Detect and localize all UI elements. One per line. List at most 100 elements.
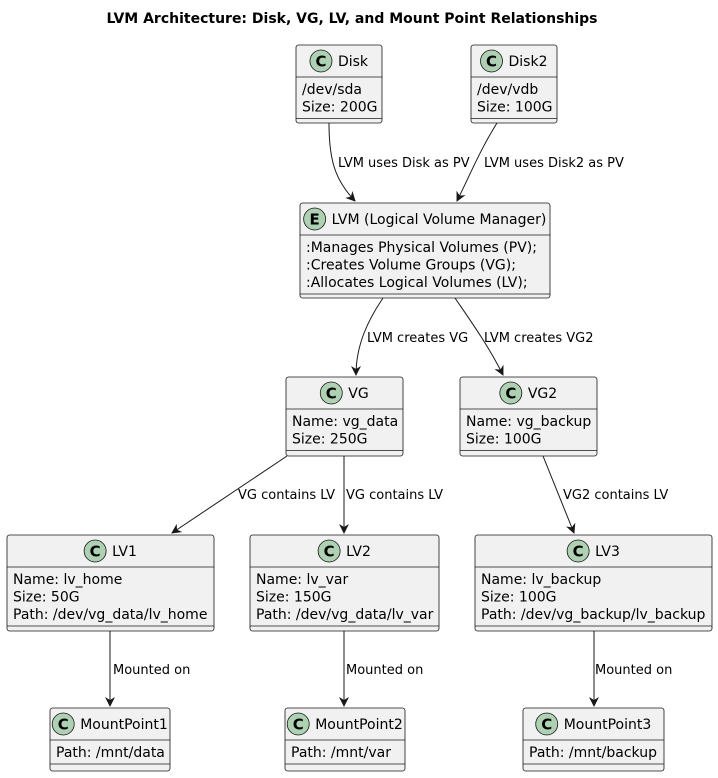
node-mount3: MountPoint3 C Path: /mnt/backup — [522, 707, 665, 772]
edge-arrow — [456, 122, 498, 202]
node-name: VG — [348, 386, 368, 402]
edge-label: VG2 contains LV — [563, 488, 668, 503]
edge-label: Mounted on — [346, 663, 423, 678]
class-badge-icon: C — [499, 381, 523, 405]
node-attribute: Size: 100G — [477, 100, 552, 116]
node-name: LV1 — [112, 544, 137, 560]
node-name: Disk2 — [509, 54, 548, 70]
node-attribute: Size: 100G — [481, 590, 556, 606]
edge-arrow — [171, 455, 288, 534]
edge-label: LVM uses Disk2 as PV — [484, 156, 624, 171]
edge-disk-to-lvm: LVM uses Disk as PV — [328, 122, 470, 202]
node-mount1: MountPoint1 C Path: /mnt/data — [49, 707, 171, 772]
edge-label: LVM creates VG2 — [484, 331, 593, 346]
edge-label: VG contains LV — [238, 488, 335, 503]
node-attribute: Path: /mnt/var — [291, 745, 391, 761]
svg-text:E: E — [310, 211, 320, 229]
node-attribute: Name: vg_data — [292, 414, 398, 430]
node-name: MountPoint3 — [564, 717, 652, 733]
entity-badge-icon: E — [303, 207, 327, 231]
node-attribute: Size: 150G — [256, 590, 331, 606]
node-attribute: Size: 200G — [302, 100, 377, 116]
edge-vg-to-lv1: VG contains LV — [171, 455, 335, 534]
node-attribute: Name: lv_var — [256, 572, 349, 588]
class-badge-icon: C — [317, 539, 341, 563]
node-name: LV2 — [346, 544, 371, 560]
node-attribute: :Creates Volume Groups (VG); — [306, 258, 516, 274]
node-box — [299, 202, 551, 299]
svg-text:C: C — [324, 543, 335, 561]
class-badge-icon: C — [480, 49, 503, 73]
edge-arrow — [454, 297, 504, 376]
node-box — [49, 707, 171, 772]
class-badge-icon: C — [319, 381, 343, 405]
node-name: LVM (Logical Volume Manager) — [332, 212, 547, 228]
node-attribute: Path: /mnt/backup — [529, 745, 657, 761]
class-badge-icon: C — [535, 712, 559, 736]
svg-text:C: C — [58, 716, 69, 734]
edge-arrow — [351, 297, 384, 376]
edges-layer: LVM uses Disk as PV LVM uses Disk2 as PV L… — [105, 122, 672, 707]
node-box — [459, 376, 598, 457]
edge-lvm-to-vg: LVM creates VG — [351, 297, 468, 376]
node-attribute: Size: 100G — [466, 432, 541, 448]
node-attribute: Path: /mnt/data — [56, 745, 165, 761]
class-badge-icon: C — [566, 539, 590, 563]
edge-vg-to-lv2: VG contains LV — [339, 456, 443, 534]
edge-lv1-to-mount1: Mounted on — [105, 631, 190, 707]
class-badge-icon: C — [51, 712, 75, 736]
svg-text:C: C — [486, 53, 497, 71]
node-attribute: /dev/vdb — [477, 82, 538, 98]
svg-text:C: C — [90, 543, 101, 561]
node-attribute: :Manages Physical Volumes (PV); — [306, 240, 537, 256]
node-name: MountPoint1 — [80, 717, 168, 733]
node-attribute: Name: lv_backup — [481, 572, 601, 588]
node-attribute: Path: /dev/vg_backup/lv_backup — [481, 607, 706, 623]
node-attribute: Path: /dev/vg_data/lv_var — [256, 607, 434, 623]
svg-text:C: C — [293, 716, 304, 734]
node-name: MountPoint2 — [315, 717, 403, 733]
edge-label: LVM uses Disk as PV — [338, 156, 470, 171]
class-badge-icon: C — [286, 712, 310, 736]
node-box — [285, 376, 404, 457]
edge-label: LVM creates VG — [367, 331, 468, 346]
node-name: VG2 — [528, 386, 557, 402]
class-badge-icon: C — [309, 49, 333, 73]
edge-vg2-to-lv3: VG2 contains LV — [542, 455, 668, 534]
svg-text:C: C — [573, 543, 584, 561]
svg-text:C: C — [541, 716, 552, 734]
node-box — [6, 534, 215, 632]
edge-lvm-to-vg2: LVM creates VG2 — [454, 297, 593, 376]
svg-text:C: C — [315, 53, 326, 71]
edge-arrow — [542, 455, 576, 534]
node-box — [249, 534, 440, 632]
diagram-title: LVM Architecture: Disk, VG, LV, and Moun… — [106, 11, 597, 27]
node-box — [474, 534, 713, 632]
node-attribute: :Allocates Logical Volumes (LV); — [306, 275, 528, 291]
node-attribute: Name: vg_backup — [466, 414, 591, 430]
node-attribute: Name: lv_home — [13, 572, 122, 588]
edge-lv2-to-mount2: Mounted on — [339, 631, 423, 707]
node-lvm: LVM (Logical Volume Manager) E :Manages Ph… — [299, 202, 551, 299]
edge-label: VG contains LV — [346, 488, 443, 503]
svg-text:C: C — [505, 385, 516, 403]
node-mount2: MountPoint2 C Path: /mnt/var — [284, 707, 406, 772]
edge-arrow — [328, 122, 356, 202]
node-attribute: Size: 250G — [292, 432, 367, 448]
edge-lv3-to-mount3: Mounted on — [589, 631, 672, 707]
node-attribute: Path: /dev/vg_data/lv_home — [13, 607, 207, 623]
edge-label: Mounted on — [595, 663, 672, 678]
node-box — [284, 707, 406, 772]
node-box — [522, 707, 665, 772]
node-name: LV3 — [595, 544, 620, 560]
svg-text:C: C — [326, 385, 337, 403]
